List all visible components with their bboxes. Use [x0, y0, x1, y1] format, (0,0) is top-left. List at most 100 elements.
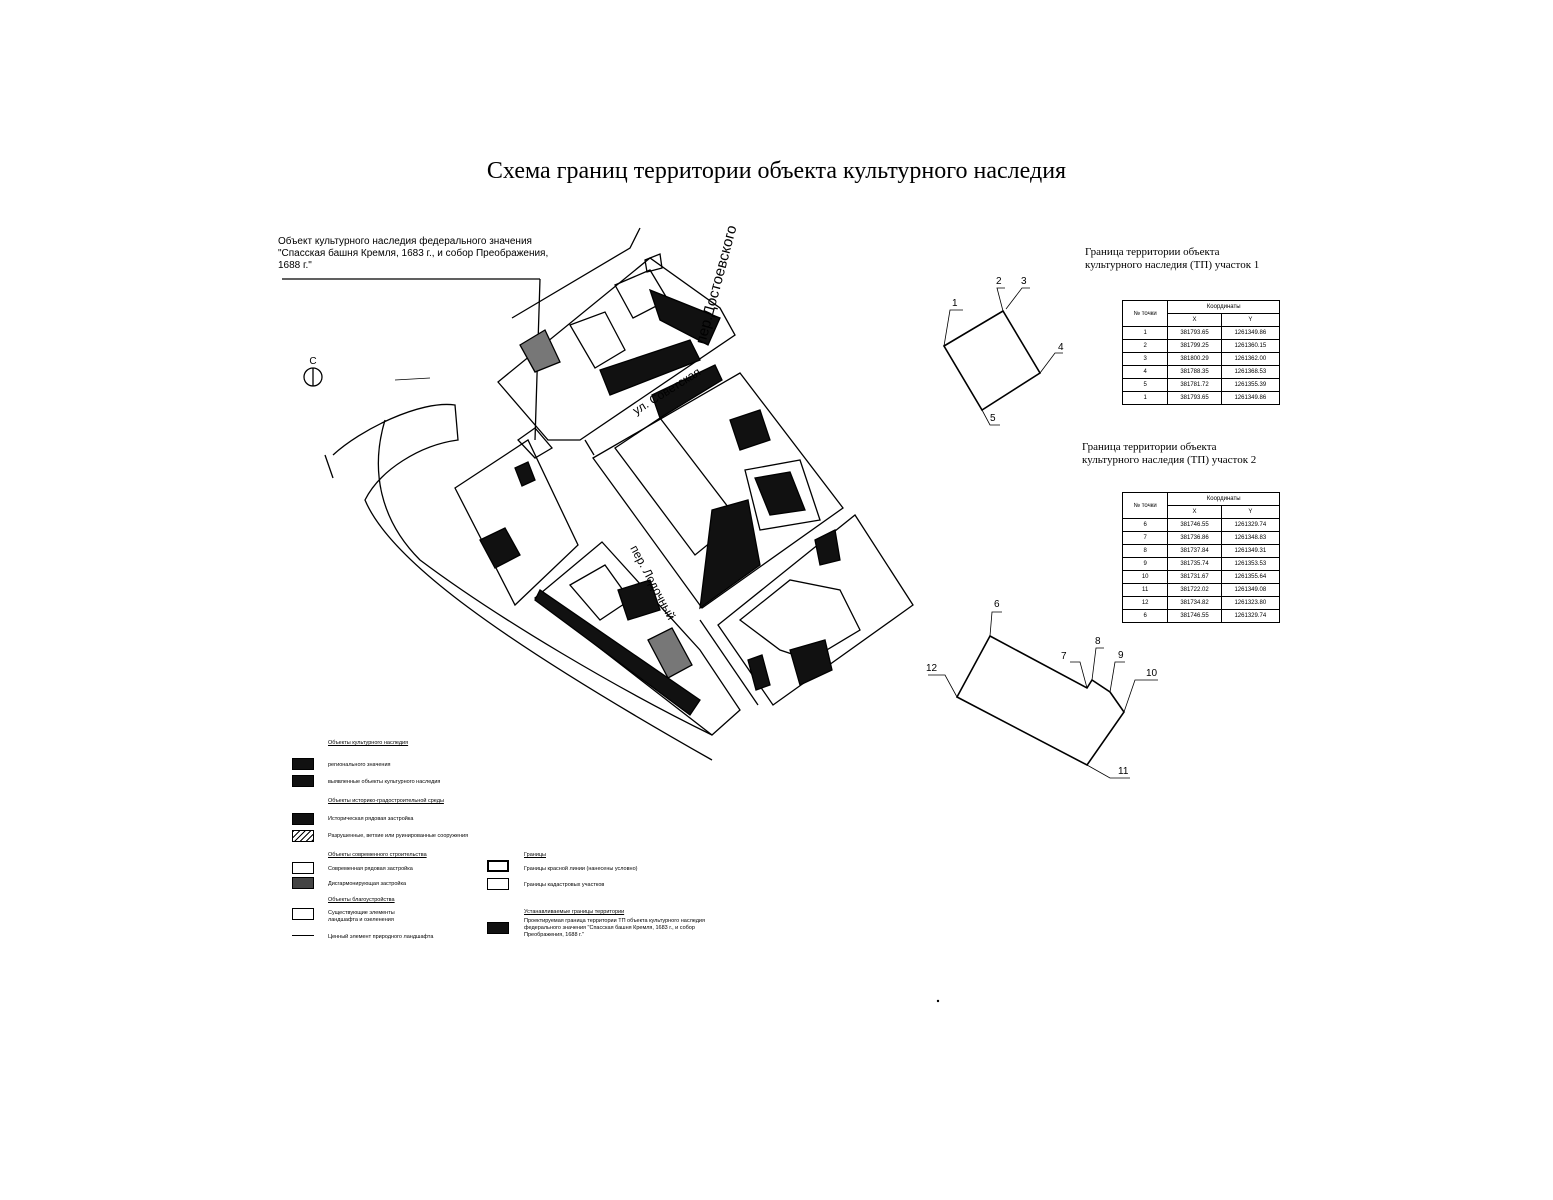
point-no-cell: 6 [1121, 518, 1169, 532]
x-cell: 381788.35 [1167, 365, 1222, 379]
heritage-callout: Объект культурного наследия федерального… [278, 236, 549, 271]
y-cell: 1261368.53 [1220, 365, 1281, 379]
historic-row [699, 499, 761, 610]
x-cell: 381781.72 [1167, 378, 1222, 392]
legend-valuable: Ценный элемент природного ландшафта [328, 934, 434, 940]
legend-swatch-historic [292, 813, 314, 825]
x-cell: 381737.84 [1167, 544, 1222, 558]
legend-cadastral: Границы кадастровых участков [524, 882, 605, 888]
building [738, 579, 861, 661]
section1-title-line2: культурного наследия (ТП) участок 1 [1085, 259, 1260, 271]
x-cell: 381799.25 [1167, 339, 1222, 353]
header-y: Y [1220, 505, 1281, 519]
legend-established-head: Устанавливаемые границы территории [524, 909, 625, 915]
x-cell: 381746.55 [1167, 609, 1222, 623]
ruined-building [519, 329, 561, 373]
point-no-cell: 2 [1121, 339, 1169, 353]
point-label: 10 [1146, 668, 1158, 679]
historic-row [651, 364, 723, 419]
point-label: 4 [1058, 342, 1064, 353]
modern-dark [789, 639, 833, 686]
y-cell: 1261353.53 [1220, 557, 1281, 571]
point-leader-11 [1086, 764, 1130, 779]
point-label: 1 [952, 298, 958, 309]
point-label: 11 [1118, 766, 1129, 777]
legend-swatch-red-lines [487, 860, 509, 872]
historic-row [729, 409, 771, 451]
point-no-cell: 12 [1121, 596, 1169, 610]
y-cell: 1261329.74 [1220, 609, 1281, 623]
x-cell: 381735.74 [1167, 557, 1222, 571]
y-cell: 1261355.39 [1220, 378, 1281, 392]
building [569, 311, 626, 369]
park [454, 439, 579, 607]
north-label: С [309, 356, 316, 367]
street-edge [511, 227, 641, 319]
point-label: 7 [1061, 651, 1067, 662]
page-title: Схема границ территории объекта культурн… [486, 158, 1067, 184]
legend-improvement-head: Объекты благоустройства [328, 897, 395, 903]
road-edge [584, 439, 595, 456]
legend-swatch-cadastral [487, 878, 509, 890]
point-leader-9 [1109, 661, 1125, 693]
point-no-cell: 1 [1121, 326, 1169, 340]
header-x: X [1167, 313, 1222, 327]
section1-title-line1: Граница территории объекта [1085, 246, 1220, 258]
legend-borders-head: Границы [524, 852, 546, 858]
point-no-cell: 7 [1121, 531, 1169, 545]
point-leader-4 [1039, 352, 1063, 374]
street-dostoevskogo: пер.Достоевского [692, 223, 740, 346]
historic-row [534, 589, 701, 716]
x-cell: 381800.29 [1167, 352, 1222, 366]
legend-swatch-landscape [292, 908, 314, 920]
y-cell: 1261362.00 [1220, 352, 1281, 366]
section2-boundary [955, 634, 1125, 767]
legend-swatch-dissonant [292, 877, 314, 889]
point-label: 9 [1118, 650, 1124, 661]
y-cell: 1261349.86 [1220, 326, 1281, 340]
point-label: 3 [1021, 276, 1027, 287]
point-label: 2 [996, 276, 1002, 287]
road-curve [377, 419, 713, 736]
y-cell: 1261355.64 [1220, 570, 1281, 584]
point-no-cell: 3 [1121, 352, 1169, 366]
x-cell: 381731.67 [1167, 570, 1222, 584]
y-cell: 1261349.31 [1220, 544, 1281, 558]
point-no-cell: 1 [1121, 391, 1169, 405]
historic-row [479, 527, 521, 569]
legend-projected: Проектируемая граница территории ТП объе… [524, 918, 705, 938]
legend-swatch-identified [292, 775, 314, 787]
dot-mark [936, 999, 940, 1003]
road-edge [699, 619, 759, 706]
ruined-building [647, 627, 693, 679]
point-leader-8 [1091, 647, 1104, 681]
x-cell: 381734.82 [1167, 596, 1222, 610]
cathedral-core [754, 471, 806, 516]
point-leader-1 [943, 309, 963, 347]
point-leader-7 [1070, 661, 1088, 689]
point-leader-3 [1005, 287, 1030, 310]
block-south [533, 541, 741, 736]
section2-title: Граница территории объекта культурного н… [1082, 441, 1256, 467]
legend-identified: выявленные объекты культурного наследия [328, 779, 441, 785]
point-no-cell: 4 [1121, 365, 1169, 379]
y-cell: 1261360.15 [1220, 339, 1281, 353]
kiosk [517, 427, 553, 459]
historic-row [617, 579, 661, 621]
header-y: Y [1220, 313, 1281, 327]
header-coords: Координаты [1167, 492, 1280, 506]
header-x: X [1167, 505, 1222, 519]
legend-historic-row: Историческая рядовая застройка [328, 816, 414, 822]
header-point-no: № точки [1121, 492, 1169, 519]
y-cell: 1261323.80 [1220, 596, 1281, 610]
point-label: 12 [926, 663, 938, 674]
legend-modern-head: Объекты современного строительства [328, 852, 427, 858]
